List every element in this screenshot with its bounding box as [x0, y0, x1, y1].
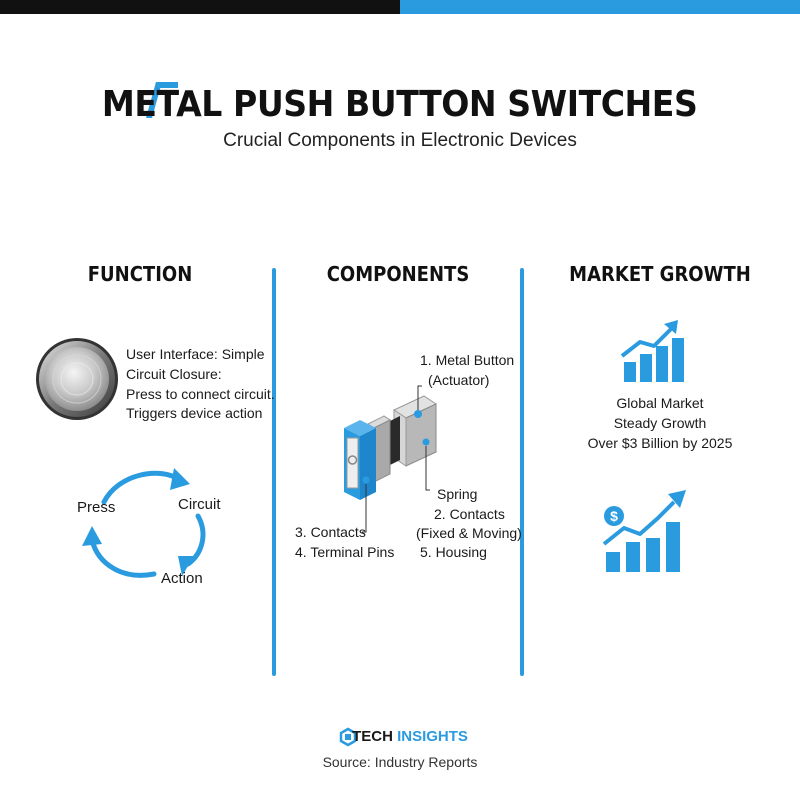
footer-source: Source: Industry Reports	[322, 754, 478, 770]
label-fixed-moving: (Fixed & Moving)	[416, 525, 522, 541]
footer-brand: TECH INSIGHTS	[0, 728, 800, 745]
metal-button-icon	[36, 338, 118, 420]
function-line-4: Triggers device action	[126, 405, 263, 421]
cycle-arrows-icon	[82, 468, 206, 578]
page-subtitle: Crucial Components in Electronic Devices	[223, 130, 577, 151]
function-heading: FUNCTION	[87, 262, 193, 286]
column-divider-right	[520, 268, 524, 676]
components-heading: COMPONENTS	[326, 262, 470, 286]
market-heading: MARKET GROWTH	[569, 262, 751, 286]
bar-growth-icon	[620, 320, 684, 382]
label-terminal-pins: 4. Terminal Pins	[295, 544, 395, 560]
brand-text-insights: INSIGHTS	[397, 728, 468, 745]
market-line-3: Over $3 Billion by 2025	[587, 435, 733, 451]
title-wrapper: METAL PUSH BUTTON SWITCHES	[0, 84, 800, 125]
label-housing: 5. Housing	[420, 544, 487, 560]
dollar-growth-icon: $	[602, 490, 686, 572]
label-contacts-2: 2. Contacts	[434, 506, 505, 522]
market-line-2: Steady Growth	[613, 415, 707, 431]
column-divider-left	[272, 268, 276, 676]
svg-text:$: $	[610, 508, 618, 524]
label-metal-button: 1. Metal Button	[420, 352, 515, 368]
market-line-1: Global Market	[616, 395, 704, 411]
page-title: METAL PUSH BUTTON SWITCHES	[102, 84, 698, 125]
function-line-2: Circuit Closure:	[126, 366, 222, 382]
cycle-label-press: Press	[77, 499, 116, 516]
cycle-label-circuit: Circuit	[178, 496, 221, 513]
cycle-label-action: Action	[161, 570, 203, 587]
top-bar-accent	[400, 0, 800, 14]
label-contacts-3: 3. Contacts	[295, 524, 366, 540]
title-slash-icon	[146, 82, 178, 118]
function-line-1: User Interface: Simple	[126, 346, 265, 362]
function-line-3: Press to connect circuit.	[126, 386, 275, 402]
tech-logo-icon	[339, 727, 357, 747]
label-actuator: (Actuator)	[428, 372, 490, 388]
label-spring: Spring	[437, 486, 478, 502]
switch-component-icon	[344, 385, 438, 533]
brand-text-tech: TECH	[352, 728, 393, 745]
top-bar-dark	[0, 0, 400, 14]
